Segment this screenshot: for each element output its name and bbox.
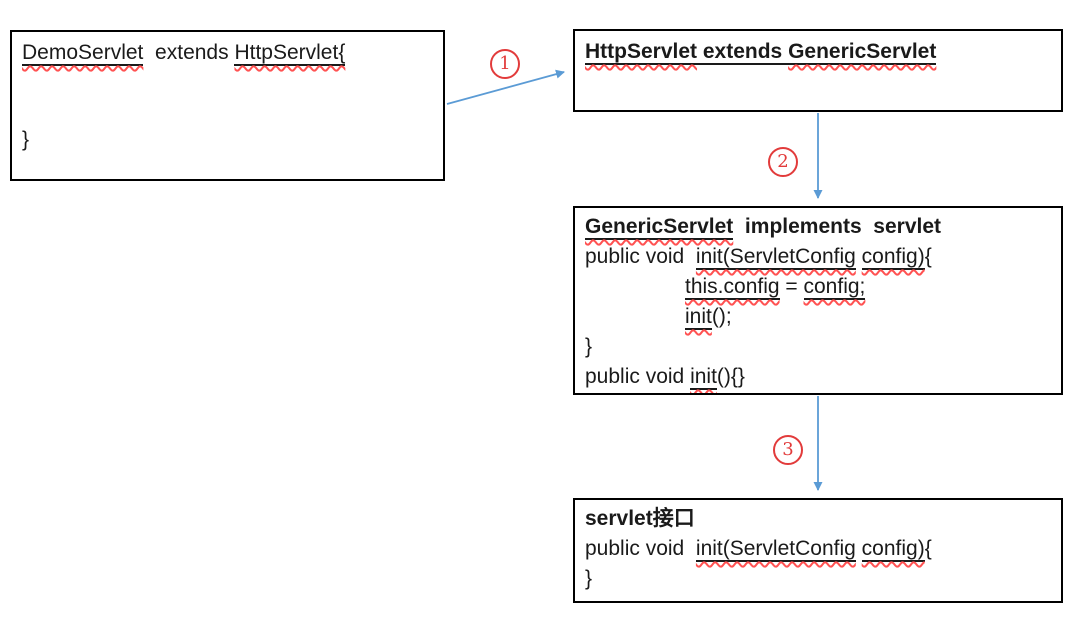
step-1-circled-number: 1 <box>490 49 520 79</box>
code-segment: (); <box>711 305 732 328</box>
servlet-interface-box: servlet接口 public void init(ServletConfig … <box>573 498 1063 603</box>
http-servlet-box: HttpServlet extends GenericServlet <box>573 29 1063 112</box>
code-line: } <box>585 564 1051 594</box>
code-line: HttpServlet extends GenericServlet <box>585 37 1051 67</box>
code-segment: config) <box>861 245 925 270</box>
code-segment: this.config <box>685 275 780 300</box>
code-segment: DemoServlet <box>22 41 144 66</box>
code-segment: init(ServletConfig <box>695 245 856 270</box>
code-segment: = <box>779 275 804 298</box>
step-2-circled-number: 2 <box>768 147 798 177</box>
code-segment: GenericServlet <box>585 215 734 240</box>
code-segment: init(ServletConfig <box>695 537 856 562</box>
code-line: public void init(ServletConfig config){ <box>585 534 1051 564</box>
code-line: } <box>22 125 433 154</box>
code-segment: } <box>585 335 593 358</box>
code-line: servlet接口 <box>585 504 1051 534</box>
code-line: public void init(){} <box>585 362 1051 392</box>
code-segment: { <box>924 245 932 268</box>
code-line <box>22 96 433 125</box>
code-line <box>22 67 433 96</box>
code-segment: implements servlet <box>733 215 942 238</box>
code-segment <box>856 537 862 560</box>
code-segment <box>856 245 862 268</box>
code-segment: public void <box>585 537 696 560</box>
code-segment: HttpServlet{ <box>234 41 346 66</box>
code-segment: extends <box>697 40 789 65</box>
code-line: this.config = config; <box>585 272 1051 302</box>
demo-servlet-box: DemoServlet extends HttpServlet{ } <box>10 30 445 181</box>
code-line: DemoServlet extends HttpServlet{ <box>22 38 433 67</box>
code-segment: HttpServlet <box>585 40 698 65</box>
code-segment: init <box>690 365 717 390</box>
code-segment: (){} <box>716 365 745 388</box>
code-segment: config) <box>861 537 925 562</box>
code-segment: servlet接口 <box>585 507 695 530</box>
code-segment: config; <box>803 275 866 300</box>
code-segment: extends <box>143 41 235 64</box>
code-line: GenericServlet implements servlet <box>585 212 1051 242</box>
code-line: } <box>585 332 1051 362</box>
code-segment: } <box>22 128 30 151</box>
code-segment: public void <box>585 365 691 388</box>
code-segment: } <box>585 567 593 590</box>
code-segment: GenericServlet <box>788 40 937 65</box>
code-segment: init <box>685 305 712 330</box>
code-segment: public void <box>585 245 696 268</box>
code-line: public void init(ServletConfig config){ <box>585 242 1051 272</box>
code-segment: { <box>924 537 932 560</box>
code-line: init(); <box>585 302 1051 332</box>
step-3-circled-number: 3 <box>773 435 803 465</box>
